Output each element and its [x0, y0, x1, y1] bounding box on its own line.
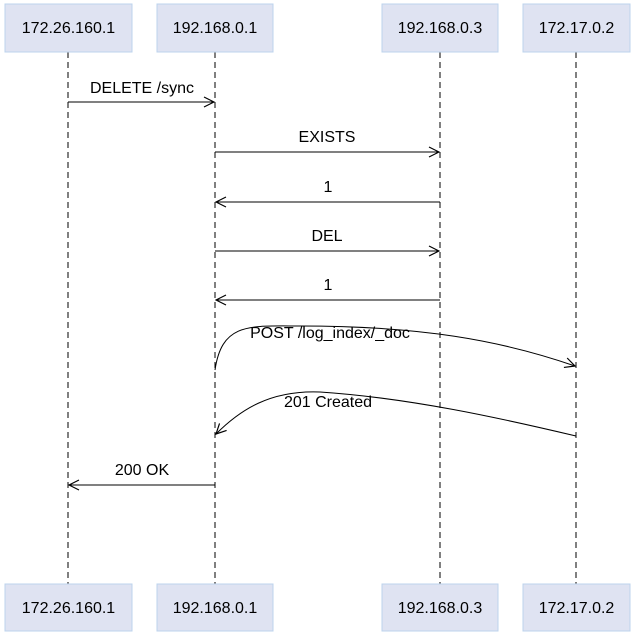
message-label: 201 Created [284, 394, 372, 411]
participant-label: 172.26.160.1 [22, 600, 116, 617]
participant-label: 192.168.0.3 [398, 20, 483, 37]
message-exists: EXISTS [215, 129, 439, 152]
participant-label: 192.168.0.1 [173, 20, 258, 37]
participant-top-172-17-0-2: 172.17.0.2 [522, 3, 631, 53]
message-201-created: 201 Created [216, 391, 577, 437]
participant-label: 172.17.0.2 [539, 20, 615, 37]
participant-top-192-168-0-3: 192.168.0.3 [381, 3, 499, 53]
participant-label: 172.26.160.1 [22, 20, 116, 37]
participant-top-172-26-160-1: 172.26.160.1 [4, 3, 133, 53]
participant-bottom-192-168-0-1: 192.168.0.1 [156, 583, 274, 632]
participant-bottom-172-26-160-1: 172.26.160.1 [4, 583, 133, 632]
message-label: DEL [311, 228, 342, 245]
message-label: 1 [324, 179, 333, 196]
message-label: 200 OK [115, 462, 170, 479]
message-label: 1 [324, 277, 333, 294]
message-delete-sync: DELETE /sync [68, 80, 214, 102]
message-label: EXISTS [299, 129, 356, 146]
participant-label: 192.168.0.1 [173, 600, 258, 617]
message-200-ok: 200 OK [69, 462, 215, 485]
participant-label: 192.168.0.3 [398, 600, 483, 617]
message-label: POST /log_index/_doc [250, 325, 410, 342]
participant-top-192-168-0-1: 192.168.0.1 [156, 3, 274, 53]
message-del-reply: 1 [216, 277, 440, 300]
message-post-log-index: POST /log_index/_doc [214, 325, 575, 371]
message-exists-reply: 1 [216, 179, 440, 202]
message-label: DELETE /sync [90, 80, 194, 97]
participant-bottom-192-168-0-3: 192.168.0.3 [381, 583, 499, 632]
participant-label: 172.17.0.2 [539, 600, 615, 617]
participant-bottom-172-17-0-2: 172.17.0.2 [522, 583, 631, 632]
message-del: DEL [215, 228, 439, 251]
